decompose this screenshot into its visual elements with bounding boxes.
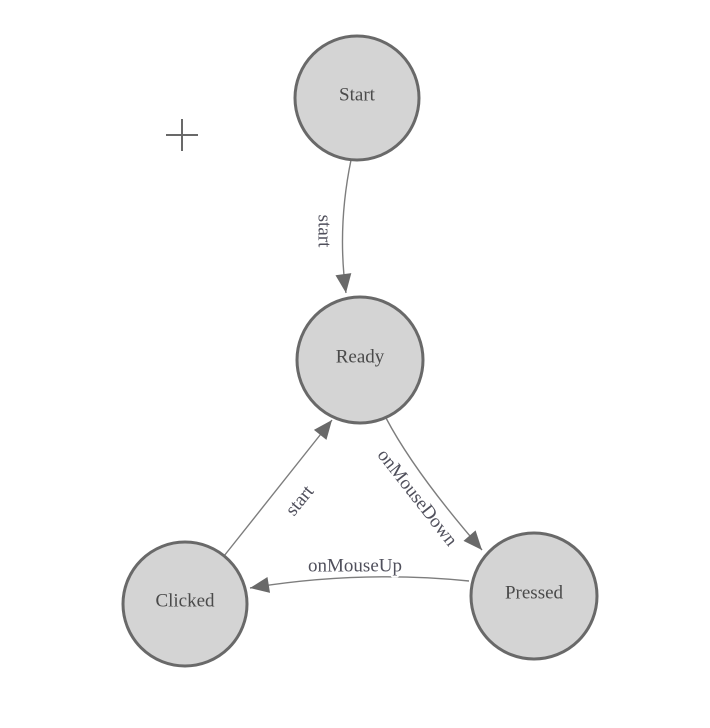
state-node-clicked[interactable]: Clicked bbox=[121, 540, 249, 668]
state-node-start[interactable]: Start bbox=[293, 34, 421, 162]
state-node-pressed-label: Pressed bbox=[505, 583, 564, 604]
state-node-clicked-circle[interactable] bbox=[121, 540, 249, 668]
state-node-pressed-circle[interactable] bbox=[469, 531, 599, 661]
edge-line[interactable] bbox=[335, 159, 352, 294]
transition-edge-pressed-to-clicked[interactable] bbox=[249, 576, 470, 593]
origin-crosshair-icon bbox=[166, 119, 198, 151]
state-node-start-label: Start bbox=[339, 85, 376, 106]
edge-label-pressed-to-clicked: onMouseUp bbox=[308, 556, 402, 577]
edge-line[interactable] bbox=[249, 576, 470, 593]
state-node-ready-label: Ready bbox=[336, 347, 385, 368]
state-node-start-circle[interactable] bbox=[293, 34, 421, 162]
state-node-ready[interactable]: Ready bbox=[295, 295, 425, 425]
edge-line[interactable] bbox=[223, 419, 333, 557]
edge-label-clicked-to-ready: start bbox=[281, 481, 318, 520]
transition-edge-ready-to-pressed[interactable] bbox=[385, 417, 483, 551]
transition-edge-start-to-ready[interactable] bbox=[335, 159, 352, 294]
edge-label-ready-to-pressed: onMouseDown bbox=[373, 445, 462, 551]
state-node-clicked-label: Clicked bbox=[155, 591, 215, 612]
state-node-ready-circle[interactable] bbox=[295, 295, 425, 425]
edge-line[interactable] bbox=[385, 417, 483, 551]
transition-edge-clicked-to-ready[interactable] bbox=[223, 419, 333, 557]
state-node-pressed[interactable]: Pressed bbox=[469, 531, 599, 661]
edge-label-start-to-ready: start bbox=[313, 215, 334, 248]
